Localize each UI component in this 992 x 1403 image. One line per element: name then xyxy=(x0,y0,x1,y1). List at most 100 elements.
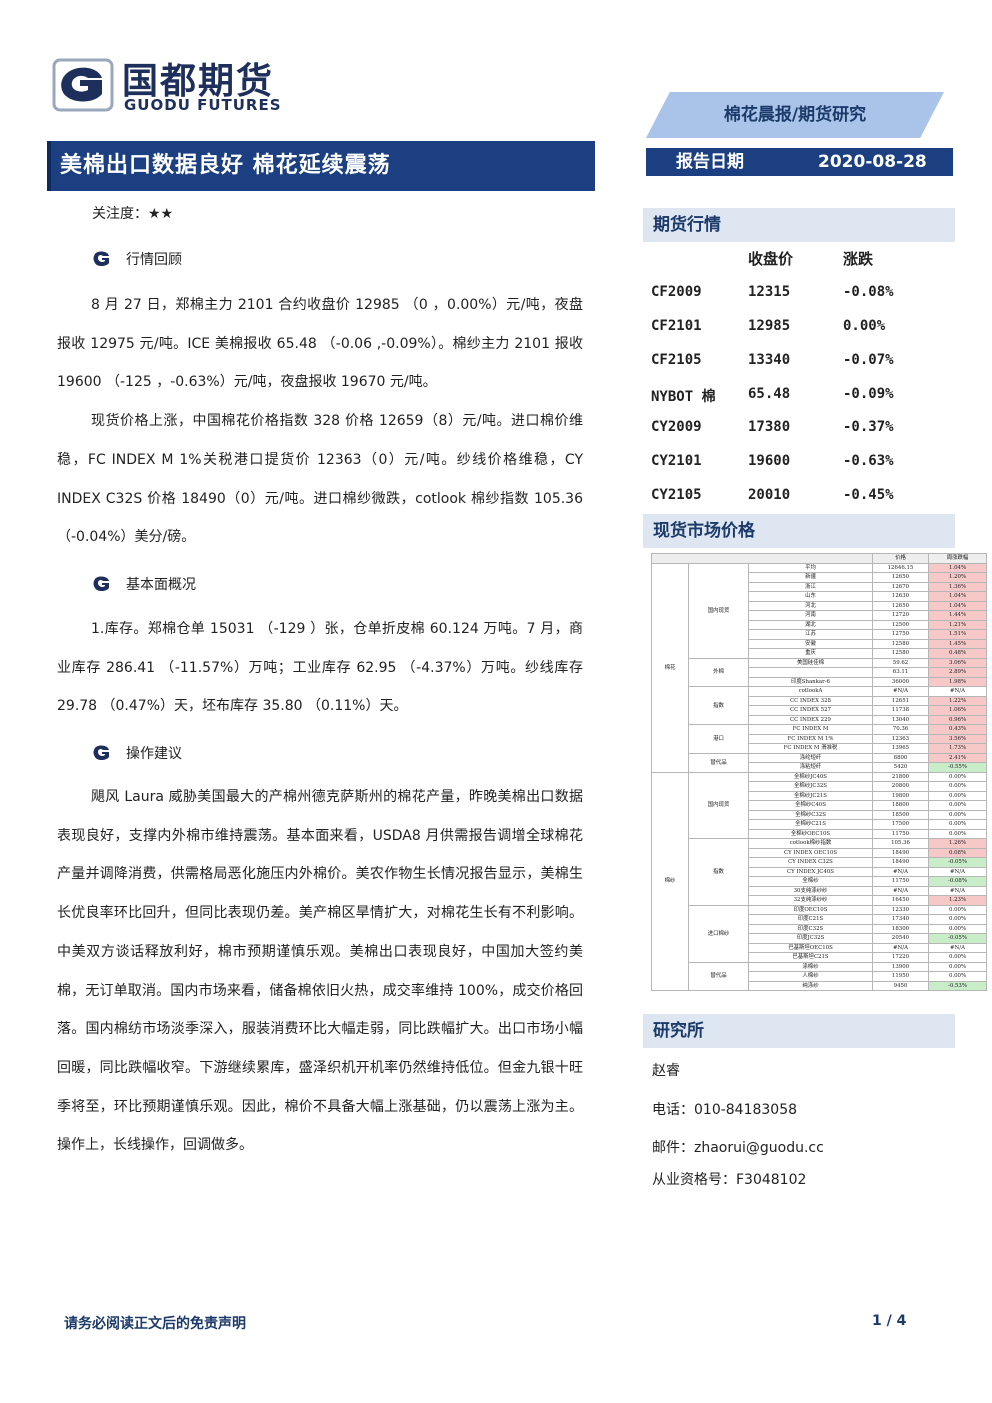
item-name-cell: cotlook棉纱指数 xyxy=(748,838,873,849)
futures-code-cell: CY2101 xyxy=(651,453,702,469)
item-name-cell: 印度OEC10S xyxy=(748,904,873,915)
price-cell: 20800 xyxy=(872,781,929,792)
heading-label: 研究所 xyxy=(653,1021,704,1041)
change-cell: 1.04% xyxy=(928,562,987,573)
price-cell: 59.62 xyxy=(872,657,929,668)
futures-change-cell: -0.09% xyxy=(843,386,894,402)
section-heading-market-review: 行情回顾 xyxy=(92,248,182,272)
analyst-phone: 电话：010-84183058 xyxy=(652,1102,798,1118)
change-cell: 1.23% xyxy=(928,895,987,906)
change-cell: 0.00% xyxy=(928,904,987,915)
subcategory-cell: 指数 xyxy=(688,838,749,906)
section-bullet-icon xyxy=(93,576,109,591)
price-cell: 12750 xyxy=(872,629,929,640)
futures-close-cell: 12985 xyxy=(748,318,791,334)
report-date-label: 报告日期 xyxy=(676,152,744,172)
item-name-cell: 全棉纱C21S xyxy=(748,819,873,830)
subcategory-cell: 港口 xyxy=(688,724,749,754)
change-cell: 1.98% xyxy=(928,676,987,687)
market-review-text: 8 月 27 日，郑棉主力 2101 合约收盘价 12985 （0 ，0.00%… xyxy=(57,286,583,557)
change-cell: #N/A xyxy=(928,942,987,953)
price-cell: 11950 xyxy=(872,971,929,982)
price-cell: 13900 xyxy=(872,961,929,972)
change-cell: 0.00% xyxy=(928,971,987,982)
change-cell: 0.00% xyxy=(928,923,987,934)
item-name-cell: 32支纯涤纱纱 xyxy=(748,895,873,906)
item-name-cell: cotlookA xyxy=(748,686,873,697)
price-cell: 12330 xyxy=(872,904,929,915)
change-cell: -0.05% xyxy=(928,857,987,868)
paragraph: 飓风 Laura 威胁美国最大的产棉州德克萨斯州的棉花产量，昨晚美棉出口数据表现… xyxy=(57,789,583,1154)
item-name-cell: 全棉纱C32S xyxy=(748,809,873,820)
section-bullet-icon xyxy=(93,745,109,760)
item-name-cell: 印度JC32S xyxy=(748,933,873,944)
item-name-cell: 平均 xyxy=(748,562,873,573)
item-name-cell: FC INDEX M 1% xyxy=(748,733,873,744)
price-cell: 13040 xyxy=(872,714,929,725)
item-name-cell: 重庆 xyxy=(748,648,873,659)
futures-change-cell: -0.45% xyxy=(843,487,894,503)
change-cell: 0.00% xyxy=(928,961,987,972)
title-bar xyxy=(47,141,595,191)
price-cell: 18800 xyxy=(872,800,929,811)
disclaimer-note: 请务必阅读正文后的免责声明 xyxy=(64,1316,246,1332)
item-name-cell: 全棉纱 xyxy=(748,876,873,887)
price-cell: 13965 xyxy=(872,743,929,754)
price-cell: 18490 xyxy=(872,847,929,858)
table-header-cell xyxy=(651,553,873,564)
item-name-cell: 印度Shankar-6 xyxy=(748,676,873,687)
analyst-email: 邮件：zhaorui@guodu.cc xyxy=(652,1140,824,1156)
price-cell: 12720 xyxy=(872,610,929,621)
futures-code-cell: NYBOT 棉 xyxy=(651,389,716,405)
futures-close-cell: 13340 xyxy=(748,352,791,368)
table-header-row: 价格周涨跌幅 xyxy=(651,553,987,564)
change-cell: 0.96% xyxy=(928,714,987,725)
futures-col-close: 收盘价 xyxy=(748,250,794,268)
spot-prices-heading: 现货市场价格 xyxy=(643,514,955,548)
analyst-name: 赵睿 xyxy=(652,1063,680,1079)
change-cell: 1.51% xyxy=(928,629,987,640)
section-title: 行情回顾 xyxy=(126,251,182,268)
paragraph: 1.库存。郑棉仓单 15031 （-129 ）张，仓单折皮棉 60.124 万吨… xyxy=(57,621,583,715)
category-cell: 棉花 xyxy=(651,562,689,773)
fundamentals-text: 1.库存。郑棉仓单 15031 （-129 ）张，仓单折皮棉 60.124 万吨… xyxy=(57,610,583,726)
heading-label: 现货市场价格 xyxy=(653,521,755,541)
price-cell: 11738 xyxy=(872,705,929,716)
section-bullet-icon xyxy=(93,251,109,266)
item-name-cell: CY INDEX C32S xyxy=(748,857,873,868)
price-cell: 12500 xyxy=(872,619,929,630)
futures-change-cell: -0.08% xyxy=(843,284,894,300)
change-cell: -0.05% xyxy=(928,933,987,944)
change-cell: 2.89% xyxy=(928,667,987,678)
attention-rating: 关注度：★★ xyxy=(92,206,174,222)
table-header-cell: 价格 xyxy=(872,553,929,564)
price-cell: 5420 xyxy=(872,762,929,773)
paragraph: 8 月 27 日，郑棉主力 2101 合约收盘价 12985 （0 ，0.00%… xyxy=(57,297,583,391)
item-name-cell: CC INDEX 328 xyxy=(748,695,873,706)
heading-label: 期货行情 xyxy=(653,215,721,235)
futures-change-cell: -0.37% xyxy=(843,419,894,435)
price-cell: 12650 xyxy=(872,600,929,611)
price-cell: #N/A xyxy=(872,866,929,877)
item-name-cell: 印度C21S xyxy=(748,914,873,925)
change-cell: 1.21% xyxy=(928,619,987,630)
item-name-cell: 30支纯涤纱纱 xyxy=(748,885,873,896)
subcategory-cell: 外棉 xyxy=(688,657,749,687)
change-cell: -0.55% xyxy=(928,762,987,773)
futures-close-cell: 65.48 xyxy=(748,386,791,402)
item-name-cell: 全棉纱JC40S xyxy=(748,771,873,782)
price-cell: 17220 xyxy=(872,952,929,963)
item-name-cell: 美国硅佳棉 xyxy=(748,657,873,668)
futures-quotes-heading: 期货行情 xyxy=(643,208,955,242)
change-cell: 1.04% xyxy=(928,600,987,611)
report-date-bar xyxy=(646,148,953,176)
price-cell: 8800 xyxy=(872,752,929,763)
item-name-cell: 安徽 xyxy=(748,638,873,649)
